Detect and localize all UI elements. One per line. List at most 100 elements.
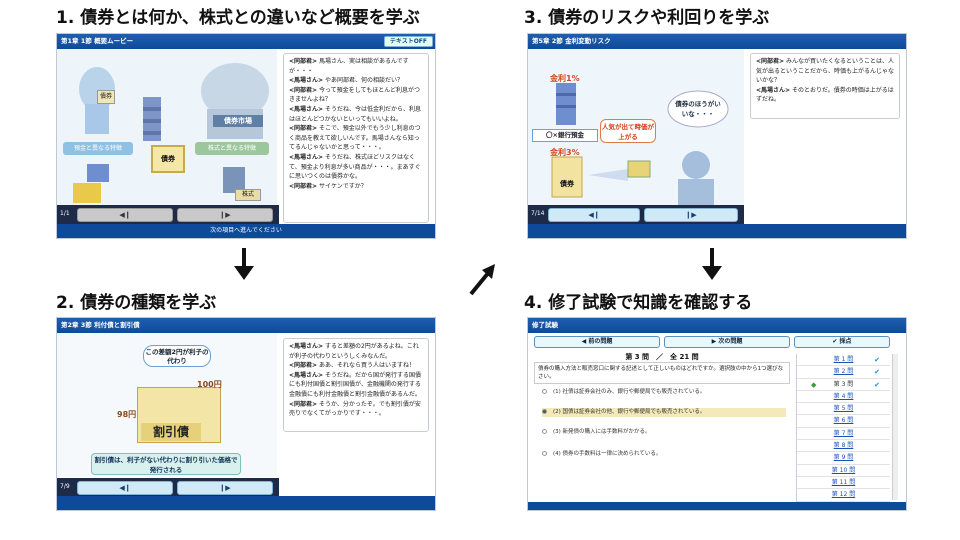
- question-link[interactable]: 第 6 問: [797, 415, 890, 428]
- lesson-panel-3: 第5章 2節 金利変動リスク 金利1% 金利3% 〇×銀行預金 人気が出て時価が…: [527, 33, 907, 239]
- lesson-panel-1: 第1章 1節 概要ムービー テキストOFF 債券 債券市場 預金と異なる特徴 株…: [56, 33, 436, 239]
- next-question-button[interactable]: ▶ 次の問題: [664, 336, 790, 348]
- question-link[interactable]: 第 9 問: [797, 452, 890, 465]
- next-button[interactable]: ❙▶: [177, 481, 273, 495]
- stock-diff-label: 株式と異なる特徴: [195, 142, 269, 155]
- step-2-title: 2. 債券の種類を学ぶ: [56, 293, 217, 313]
- question-link-label: 第 4 問: [833, 392, 854, 400]
- answer-option-label: (1) 社債は証券会社のみ、銀行や郵便局でも販売されている。: [553, 389, 706, 395]
- dialog-line: ああ、それなら買う人はいますね！: [318, 362, 415, 370]
- question-link-label: 第 2 問: [833, 368, 854, 376]
- speaker: <同部君>: [756, 58, 785, 65]
- bond-card: 債券: [560, 180, 574, 188]
- check-icon: ✔: [874, 356, 880, 364]
- question-link[interactable]: 第 4 問: [797, 391, 890, 404]
- arrow-down-icon: [702, 248, 722, 280]
- page-counter: 7/9: [60, 483, 70, 490]
- speaker: <馬場さん>: [289, 105, 324, 113]
- question-link[interactable]: 第 8 問: [797, 440, 890, 453]
- question-number: 第 3 問 ／ 全 21 問: [625, 353, 699, 361]
- panel-header: 第1章 1節 概要ムービー テキストOFF: [57, 34, 435, 49]
- answer-option-1[interactable]: (1) 社債は証券会社のみ、銀行や郵便局でも販売されている。: [542, 388, 786, 397]
- exam-panel: 修了試験 ◀ 前の問題 ▶ 次の問題 ✔ 採点 第 3 問 ／ 全 21 問 債…: [527, 317, 907, 511]
- dialog-line: サイケンですか？: [318, 182, 367, 190]
- prev-button[interactable]: ◀❙: [77, 208, 173, 222]
- current-marker-icon: ◆: [811, 380, 817, 389]
- dialog-box: <馬場さん> すると差額の2円があるよね。これが利子の代わりというしくみなんだ。…: [283, 338, 429, 432]
- question-list-scrollbar[interactable]: [892, 354, 898, 500]
- check-icon: ✔: [874, 368, 880, 377]
- dialog-line: そうだね。だから国が発行する国債にも利付国債と割引国債が、金融機関の発行する金融…: [289, 371, 421, 398]
- answer-option-4[interactable]: (4) 債券の手数料は一律に決められている。: [542, 450, 786, 459]
- rate-3-label: 金利3%: [550, 148, 580, 157]
- speaker: <同部君>: [289, 182, 318, 190]
- bond-certificate: [137, 387, 221, 443]
- bond-ticket-left: 債券: [97, 90, 115, 104]
- dialog-line: そのとおりだ。債券の時価は上がるはずだね。: [756, 86, 894, 104]
- question-link-label: 第 8 問: [833, 442, 854, 450]
- panel-header-title: 第5章 2節 金利変動リスク: [532, 37, 611, 45]
- question-link-current[interactable]: ◆第 3 問✔: [797, 379, 890, 391]
- panel-header-title: 修了試験: [532, 321, 558, 329]
- prev-button[interactable]: ◀❙: [548, 208, 640, 222]
- speaker: <馬場さん>: [289, 77, 324, 85]
- score-label: 採点: [839, 338, 852, 345]
- question-link[interactable]: 第 11 問: [797, 477, 890, 490]
- movie-scene: この差額2円が利子の代わり 98円 100円 割引債 割引債は、利子がない代わり…: [57, 333, 277, 477]
- panel-header: 修了試験: [528, 318, 906, 333]
- question-link[interactable]: 第 1 問 ✔: [797, 354, 890, 367]
- question-link[interactable]: 第 7 問: [797, 428, 890, 441]
- panel-header-title: 第2章 3節 利付債と割引債: [61, 321, 140, 329]
- arrow-down-icon: [234, 248, 254, 280]
- bank-deposit-label: 〇×銀行預金: [532, 129, 598, 142]
- text-toggle-button[interactable]: テキストOFF: [383, 36, 433, 47]
- radio-icon[interactable]: [542, 389, 547, 394]
- panel-footer: [57, 496, 435, 510]
- bond-market-label: 債券市場: [213, 115, 263, 127]
- page-counter: 1/1: [60, 210, 70, 217]
- next-button[interactable]: ❙▶: [644, 208, 738, 222]
- bond-card: 債券: [151, 145, 185, 173]
- speaker: <馬場さん>: [756, 86, 791, 94]
- speaker: <同部君>: [289, 125, 318, 133]
- answer-option-2[interactable]: (2) 国債は証券会社の他、銀行や郵便局でも販売されている。: [542, 408, 786, 417]
- dialog-line: 馬場さん、実は相談があるんですが・・・: [289, 58, 409, 75]
- panel-header-title: 第1章 1節 概要ムービー: [61, 37, 134, 45]
- question-link[interactable]: 第 12 問: [797, 489, 890, 502]
- price-98-label: 98円: [117, 410, 137, 419]
- radio-icon[interactable]: [542, 451, 547, 456]
- dialog-line: みんなが買いたくなるということは、人気が出るということだから、時価も上がるんじゃ…: [756, 58, 895, 85]
- question-link-label: 第 11 問: [831, 478, 856, 486]
- question-link[interactable]: 第 5 問: [797, 403, 890, 416]
- movie-scene: 債券 債券市場 預金と異なる特徴 株式と異なる特徴 債券 株式: [57, 49, 277, 205]
- score-button[interactable]: ✔ 採点: [794, 336, 890, 348]
- panel-header: 第2章 3節 利付債と割引債: [57, 318, 435, 333]
- question-link-label: 第 1 問: [833, 356, 854, 363]
- radio-icon[interactable]: [542, 429, 547, 434]
- question-list: 第 1 問✔ 第 2 問✔ ◆第 3 問✔ 第 4 問 第 5 問 第 6 問 …: [796, 354, 890, 506]
- answer-option-label: (4) 債券の手数料は一律に決められている。: [553, 451, 662, 457]
- prev-question-button[interactable]: ◀ 前の問題: [534, 336, 660, 348]
- question-link[interactable]: 第 2 問 ✔: [797, 366, 890, 379]
- step-3-title: 3. 債券のリスクや利回りを学ぶ: [524, 8, 770, 28]
- movie-scene: 金利1% 金利3% 〇×銀行預金 人気が出て時価が上がる 債券のほうがいいな・・…: [528, 49, 744, 205]
- step-1-title: 1. 債券とは何か、株式との違いなど概要を学ぶ: [56, 8, 420, 28]
- radio-selected-icon[interactable]: [542, 409, 547, 414]
- dialog-line: そこで、預金以外でもう少し利息のつく商品を教えて欲しいんです。馬場さんなら知って…: [289, 125, 421, 152]
- next-button[interactable]: ❙▶: [177, 208, 273, 222]
- dialog-line: すると差額の2円があるよね。これが利子の代わりというしくみなんだ。: [289, 343, 419, 360]
- dialog-line: そうだね、今は低金利だから、利息はほとんどつかないといってもいいよね。: [289, 105, 421, 123]
- prev-button[interactable]: ◀❙: [77, 481, 173, 495]
- panel-header: 第5章 2節 金利変動リスク: [528, 34, 906, 49]
- question-link-label: 第 7 問: [833, 429, 854, 437]
- answer-option-3[interactable]: (3) 新発債の購入には手数料がかかる。: [542, 428, 786, 437]
- dialog-line: やあ同部君、何の相談だい？: [324, 77, 403, 85]
- lesson-panel-2: 第2章 3節 利付債と割引債 この差額2円が利子の代わり 98円 100円 割引…: [56, 317, 436, 511]
- question-link-label: 第 6 問: [833, 417, 854, 425]
- question-link[interactable]: 第 10 問: [797, 465, 890, 477]
- panel-footer: [528, 502, 906, 510]
- dialog-line: 今って預金をしてもほとんど利息がつきませんよね？: [289, 86, 421, 104]
- question-link-label: 第 5 問: [833, 405, 854, 413]
- scene-illustration: [57, 49, 277, 205]
- rate-1-label: 金利1%: [550, 74, 580, 83]
